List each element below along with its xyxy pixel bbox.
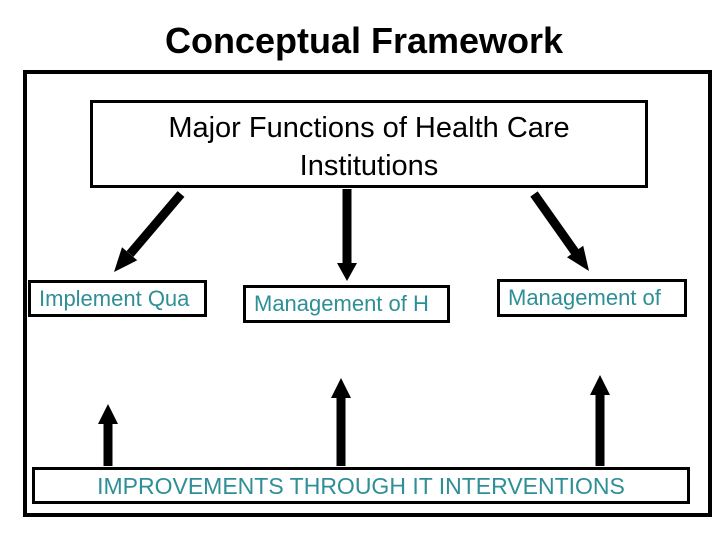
middle-box-implement-quality: Implement Qua	[28, 280, 207, 317]
top-box-line1: Major Functions of Health Care	[168, 112, 570, 144]
bottom-box-improvements: IMPROVEMENTS THROUGH IT INTERVENTIONS	[32, 467, 690, 504]
middle-box-label: Management of	[508, 285, 661, 310]
bottom-box-label: IMPROVEMENTS THROUGH IT INTERVENTIONS	[97, 473, 625, 499]
top-box-major-functions: Major Functions of Health Care Instituti…	[90, 100, 648, 188]
slide-title: Conceptual Framework	[164, 20, 564, 61]
middle-box-management-1: Management of H	[243, 285, 450, 323]
top-box-line2: Institutions	[299, 150, 439, 182]
middle-box-label: Implement Qua	[39, 285, 190, 311]
middle-box-label: Management of H	[254, 291, 429, 316]
middle-box-management-2: Management of	[497, 279, 687, 317]
